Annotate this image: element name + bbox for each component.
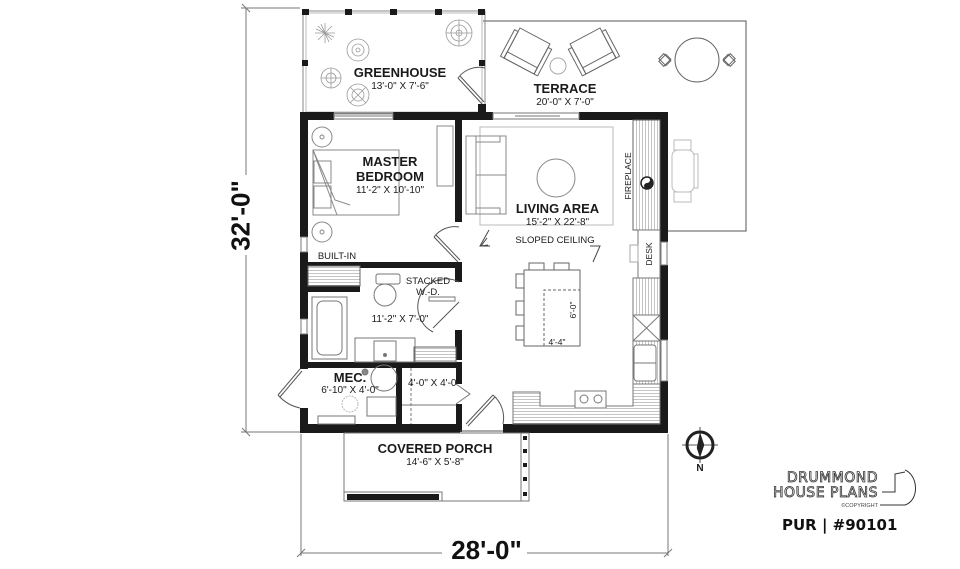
bedroom-furniture bbox=[311, 125, 454, 243]
covered-porch-dimensions: 14'-6" X 5'-8" bbox=[406, 457, 464, 468]
island-depth-label: 6'-0" bbox=[568, 301, 578, 319]
covered-porch bbox=[343, 432, 530, 502]
terrace-furniture bbox=[499, 27, 736, 83]
bath-shelf bbox=[413, 346, 457, 363]
depth-dimension-line bbox=[241, 3, 300, 437]
closet-dimensions: 4'-0" X 4'-0" bbox=[407, 378, 461, 389]
north-compass-icon bbox=[682, 427, 718, 463]
master-bedroom-dimensions: 11'-2" X 10'-10" bbox=[356, 185, 424, 196]
fireplace bbox=[632, 119, 661, 231]
brand-line2: HOUSE PLANS bbox=[773, 485, 878, 502]
width-dimension-line bbox=[296, 434, 673, 558]
sloped-ceiling-arrows bbox=[479, 229, 601, 263]
mec-dimensions: 6'-10" X 4'-0" bbox=[321, 385, 379, 396]
brand-copyright: ©COPYRIGHT bbox=[841, 503, 878, 509]
plant-icons bbox=[315, 19, 473, 107]
kitchen-island bbox=[515, 262, 581, 347]
living-area-label: LIVING AREA bbox=[515, 201, 600, 216]
mec-label: MEC. bbox=[333, 370, 367, 385]
bathroom-fixtures bbox=[311, 273, 456, 363]
terrace-deck bbox=[483, 20, 747, 232]
desk-label: DESK bbox=[644, 242, 654, 266]
compass-north-label: N bbox=[696, 463, 704, 474]
exterior-walls bbox=[300, 104, 668, 433]
mec-room-fixtures bbox=[317, 364, 398, 425]
terrace-label: TERRACE bbox=[533, 81, 597, 96]
bedroom-door bbox=[433, 226, 461, 263]
kitchen bbox=[512, 277, 661, 425]
greenhouse-dimensions: 13'-0" X 7'-6" bbox=[371, 81, 429, 92]
sloped-ceiling-label: SLOPED CEILING bbox=[515, 235, 595, 246]
bath-door bbox=[417, 278, 460, 333]
entry-door bbox=[460, 394, 505, 432]
greenhouse-label: GREENHOUSE bbox=[353, 65, 447, 80]
plan-number: PUR | #90101 bbox=[782, 516, 898, 534]
overall-width-dimension: 28'-0" bbox=[451, 535, 522, 565]
windows bbox=[300, 112, 668, 382]
master-bedroom-label-line2: BEDROOM bbox=[356, 169, 424, 184]
master-bedroom-label-line1: MASTER bbox=[362, 154, 418, 169]
mec-door bbox=[277, 368, 303, 409]
overall-depth-dimension: 32'-0" bbox=[225, 180, 256, 251]
built-in-label: BUILT-IN bbox=[317, 251, 357, 262]
drummond-logo-icon bbox=[880, 469, 916, 506]
entry-closet bbox=[402, 368, 471, 424]
built-in-closet bbox=[307, 265, 361, 287]
greenhouse-door bbox=[457, 66, 486, 105]
island-width-label: 4'-4" bbox=[548, 337, 566, 347]
stacked-wd-label-line1: STACKED bbox=[405, 276, 451, 287]
living-area-dimensions: 15'-2" X 22'-8" bbox=[525, 217, 590, 228]
living-furniture bbox=[465, 126, 614, 226]
terrace-dimensions: 20'-0" X 7'-0" bbox=[536, 97, 594, 108]
bathroom-dimensions: 11'-2" X 7'-0" bbox=[371, 314, 429, 325]
fireplace-label: FIREPLACE bbox=[623, 152, 633, 200]
side-terrace-table bbox=[671, 139, 699, 203]
covered-porch-label: COVERED PORCH bbox=[377, 441, 493, 456]
brand-line1: DRUMMOND bbox=[786, 470, 878, 487]
stacked-wd-label-line2: W.-D. bbox=[416, 287, 440, 298]
